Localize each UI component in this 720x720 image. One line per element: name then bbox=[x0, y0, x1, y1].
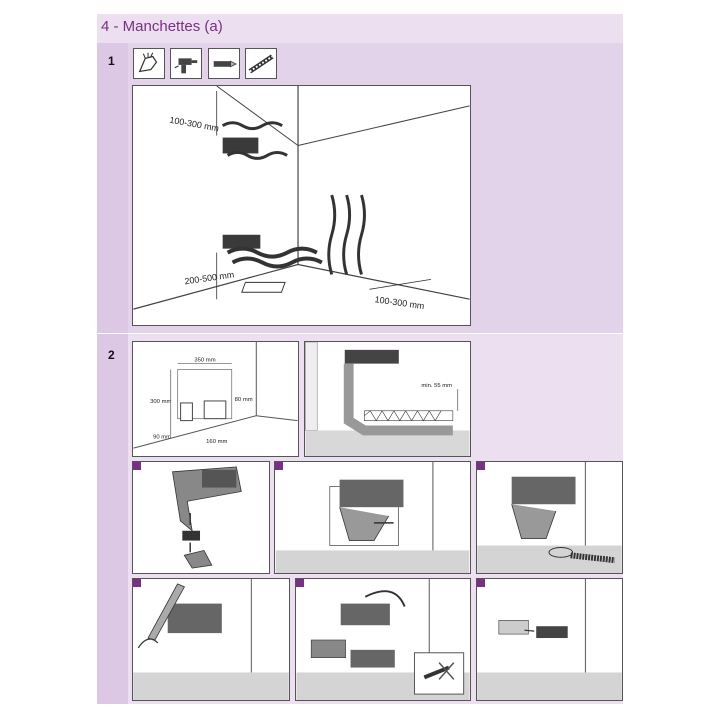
inner-label: 80 mm bbox=[235, 397, 253, 403]
min-gap-label: min. 55 mm bbox=[421, 383, 452, 389]
panel-tag-b bbox=[275, 462, 283, 470]
step-number-2: 2 bbox=[108, 348, 115, 362]
step-1-column bbox=[97, 43, 128, 333]
panel-d-tape-seal bbox=[132, 578, 290, 701]
glove-icon bbox=[133, 48, 165, 79]
cross-section-diagram: min. 55 mm bbox=[304, 341, 471, 457]
section-title: 4 - Manchettes (a) bbox=[101, 18, 223, 35]
bottom-label: 90 mm bbox=[153, 434, 171, 440]
width-label: 350 mm bbox=[194, 358, 215, 364]
step-2-column bbox=[97, 334, 128, 704]
duct-tape-icon bbox=[245, 48, 277, 79]
room-clearance-diagram: 100-300 mm 200-500 mm 100-300 mm bbox=[132, 85, 471, 326]
drill-icon bbox=[170, 48, 202, 79]
utility-knife-icon bbox=[208, 48, 240, 79]
panel-tag-d bbox=[133, 579, 141, 587]
panel-b-fit-into-wall bbox=[274, 461, 471, 574]
height-label: 300 mm bbox=[150, 399, 171, 405]
panel-tag-c bbox=[477, 462, 485, 470]
step-number-1: 1 bbox=[108, 54, 115, 68]
panel-f-fit-grille bbox=[476, 578, 623, 701]
depth-label: 160 mm bbox=[206, 439, 227, 445]
step-separator bbox=[97, 333, 623, 334]
panel-e-do-not-crush bbox=[295, 578, 471, 701]
panel-tag-a bbox=[133, 462, 141, 470]
opening-dimensions-diagram: 350 mm 300 mm 80 mm 90 mm 160 mm bbox=[132, 341, 299, 457]
side-gap-label: 100-300 mm bbox=[374, 294, 425, 311]
panel-tag-f bbox=[477, 579, 485, 587]
panel-a-assemble-sleeve bbox=[132, 461, 270, 574]
panel-c-connect-duct bbox=[476, 461, 623, 574]
panel-tag-e bbox=[296, 579, 304, 587]
top-gap-label: 100-300 mm bbox=[169, 115, 220, 134]
